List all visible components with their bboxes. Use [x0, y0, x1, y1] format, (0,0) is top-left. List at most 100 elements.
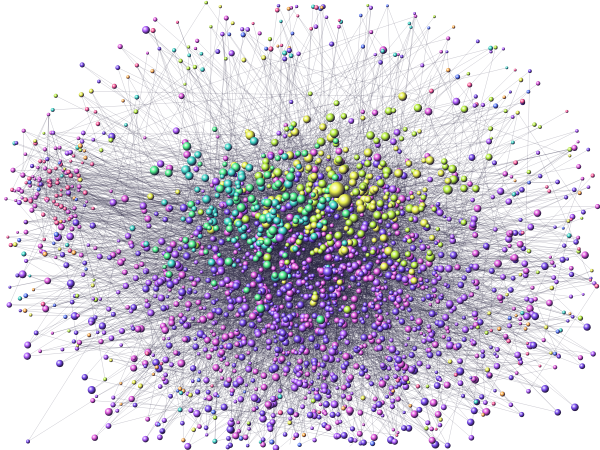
graph-node — [8, 243, 13, 248]
graph-node — [401, 276, 409, 284]
graph-node — [568, 312, 572, 316]
graph-node — [310, 426, 314, 431]
graph-node — [571, 187, 577, 193]
graph-node — [409, 194, 415, 200]
hub-node — [323, 267, 333, 277]
graph-node — [362, 246, 368, 253]
graph-node — [287, 350, 291, 355]
graph-node — [164, 169, 173, 178]
graph-node — [408, 190, 414, 196]
graph-node — [242, 434, 249, 441]
graph-node — [233, 250, 239, 255]
graph-node — [334, 284, 339, 289]
graph-node — [325, 253, 333, 262]
graph-node — [213, 225, 220, 232]
graph-node — [279, 355, 286, 363]
graph-node — [506, 338, 511, 344]
graph-node — [518, 322, 523, 326]
graph-node — [425, 293, 432, 300]
graph-node — [416, 360, 423, 367]
graph-node — [568, 265, 574, 271]
graph-node — [240, 312, 246, 317]
graph-node — [304, 379, 308, 384]
graph-node — [286, 302, 294, 310]
graph-node — [337, 18, 341, 22]
graph-node — [273, 282, 278, 288]
graph-node — [507, 316, 512, 321]
graph-node — [421, 158, 427, 164]
graph-node — [76, 136, 81, 141]
graph-node — [279, 205, 287, 213]
graph-node — [145, 351, 150, 356]
graph-node — [310, 192, 316, 198]
graph-node — [191, 316, 196, 321]
graph-node — [576, 235, 581, 240]
graph-node — [270, 173, 276, 179]
graph-node — [480, 102, 486, 108]
graph-node — [541, 262, 549, 271]
graph-node — [235, 220, 243, 228]
graph-node — [274, 180, 283, 189]
graph-node — [412, 169, 422, 179]
graph-node — [24, 181, 28, 185]
graph-node — [472, 185, 480, 193]
graph-node — [246, 351, 251, 355]
graph-node — [67, 329, 71, 333]
graph-node — [81, 374, 88, 381]
graph-node — [328, 286, 336, 293]
graph-node — [508, 402, 514, 408]
graph-node — [396, 53, 400, 57]
graph-node — [320, 5, 324, 10]
graph-node — [434, 427, 438, 431]
graph-node — [107, 255, 113, 261]
graph-node — [494, 259, 502, 268]
graph-node — [208, 258, 216, 267]
graph-node — [381, 323, 390, 331]
graph-node — [469, 325, 474, 330]
graph-node — [319, 292, 327, 299]
graph-node — [70, 312, 79, 321]
graph-node — [195, 389, 201, 395]
graph-node — [519, 187, 525, 193]
graph-node — [340, 246, 350, 255]
graph-node — [580, 209, 586, 215]
graph-node — [250, 271, 258, 279]
graph-node — [297, 442, 302, 448]
graph-node — [329, 41, 335, 47]
graph-node — [341, 240, 348, 247]
graph-node — [88, 88, 94, 94]
graph-node — [42, 251, 48, 257]
graph-node — [499, 391, 506, 397]
graph-node — [437, 265, 445, 273]
graph-node — [446, 36, 451, 41]
graph-node — [213, 212, 219, 218]
graph-node — [185, 301, 193, 308]
graph-node — [238, 354, 246, 361]
graph-node — [249, 136, 259, 146]
graph-node — [95, 330, 100, 335]
graph-node — [249, 321, 256, 329]
graph-node — [548, 255, 552, 259]
graph-node — [435, 299, 441, 304]
graph-node — [343, 361, 350, 367]
graph-node — [195, 199, 201, 205]
graph-node — [69, 226, 75, 232]
graph-node — [50, 331, 54, 335]
graph-node — [281, 153, 289, 161]
graph-node — [443, 282, 448, 287]
graph-node — [84, 267, 88, 271]
graph-node — [224, 257, 234, 267]
graph-node — [273, 304, 277, 309]
graph-node — [227, 168, 236, 177]
graph-node — [343, 225, 350, 232]
graph-node — [455, 343, 462, 349]
graph-node — [505, 293, 509, 297]
graph-node — [287, 420, 293, 426]
graph-node — [86, 243, 91, 247]
graph-node — [91, 297, 96, 301]
graph-node — [367, 274, 375, 282]
graph-node — [510, 115, 515, 119]
graph-node — [163, 372, 169, 378]
graph-node — [257, 226, 264, 233]
graph-node — [562, 243, 567, 248]
